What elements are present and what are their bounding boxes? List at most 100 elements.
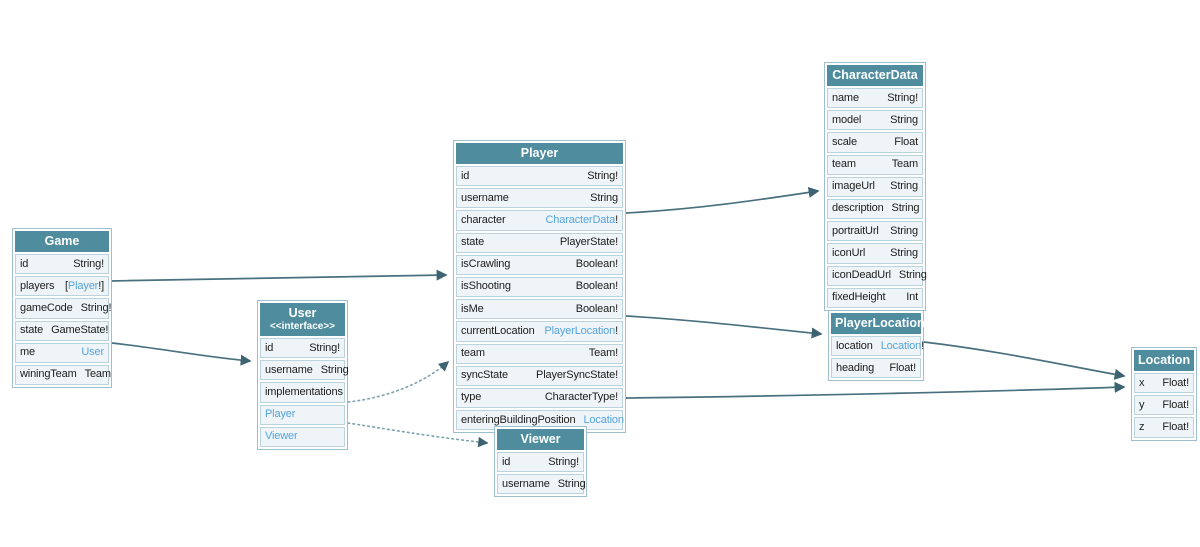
field-name: id [461, 169, 470, 182]
field-type: Boolean! [576, 303, 618, 316]
field-name: y [1139, 398, 1145, 411]
field-name: enteringBuildingPosition [461, 413, 576, 426]
field-row-viewer[interactable]: Viewer [260, 426, 345, 447]
field-name: scale [832, 135, 857, 148]
field-row-username[interactable]: username String [497, 474, 586, 495]
type-text: PlayerSyncState! [536, 369, 618, 382]
type-text: String [890, 224, 918, 237]
type-link[interactable]: CharacterData [545, 213, 616, 226]
table-header-game[interactable]: Game [15, 231, 109, 252]
field-name: isCrawling [461, 258, 511, 271]
possible-type-link[interactable]: Viewer [265, 430, 298, 443]
type-link[interactable]: User [81, 346, 104, 359]
table-header-player[interactable]: Player [456, 143, 623, 164]
field-name: character [461, 213, 506, 226]
field-name: username [502, 477, 550, 490]
type-text: String! [80, 301, 112, 314]
field-type: Float! [1162, 377, 1189, 390]
table-header-playerlocation[interactable]: PlayerLocation [831, 313, 925, 334]
edge-player-currentlocation-to-playerlocation [625, 315, 823, 339]
type-text: ! [615, 213, 618, 226]
type-text: Boolean! [575, 302, 618, 315]
type-text: String! [309, 341, 340, 354]
field-row-team[interactable]: team Team! [456, 343, 623, 364]
field-type: PlayerState! [560, 236, 618, 249]
type-link[interactable]: Player [67, 279, 99, 292]
field-row-state[interactable]: state GameState! [15, 320, 109, 341]
field-row-implementations[interactable]: implementations [260, 382, 345, 403]
field-row-character[interactable]: character CharacterData! [456, 210, 623, 231]
field-name: players [20, 279, 55, 292]
field-row-players[interactable]: players[Player!] [15, 276, 109, 297]
type-text: Team [84, 368, 111, 381]
table-header-user[interactable]: User<<interface>> [260, 303, 345, 336]
table-header-location[interactable]: Location [1134, 350, 1194, 371]
field-name: id [20, 257, 29, 270]
field-row-y[interactable]: y Float! [1134, 395, 1194, 416]
type-text: GameState! [51, 324, 109, 337]
field-type: String [321, 364, 349, 377]
edge-game-players-to-player [111, 269, 448, 282]
type-text: Team! [588, 347, 618, 359]
type-text: String [320, 363, 349, 376]
table-header-characterdata[interactable]: CharacterData [827, 65, 923, 86]
type-text: String [890, 113, 918, 126]
field-type: String! [548, 456, 579, 469]
type-text: String [557, 477, 586, 490]
type-text: Int [906, 291, 918, 304]
field-name: team [461, 347, 485, 359]
table-header-viewer[interactable]: Viewer [497, 429, 584, 450]
field-name: state [20, 324, 44, 337]
field-type: PlayerSyncState! [536, 369, 618, 382]
field-type: CharacterData! [546, 214, 619, 227]
type-text: String! [887, 91, 918, 104]
field-type: GameState! [51, 324, 108, 337]
table-title: CharacterData [832, 68, 918, 82]
type-link[interactable]: Location [583, 413, 624, 426]
field-row-enteringbuildingposition[interactable]: enteringBuildingPosition Location [456, 410, 624, 431]
field-name: location [836, 339, 873, 352]
type-link[interactable]: PlayerLocation [544, 324, 616, 337]
type-text: CharacterType! [544, 391, 618, 404]
type-link[interactable]: Location [880, 339, 922, 352]
table-title: User [288, 306, 317, 320]
edge-player-character-to-characterdata [625, 186, 820, 214]
type-text: Float! [1162, 398, 1189, 411]
possible-type-link[interactable]: Player [265, 408, 296, 421]
field-type: CharacterType! [545, 391, 618, 404]
field-row-player[interactable]: Player [260, 404, 345, 425]
field-type: Float! [1162, 421, 1189, 434]
